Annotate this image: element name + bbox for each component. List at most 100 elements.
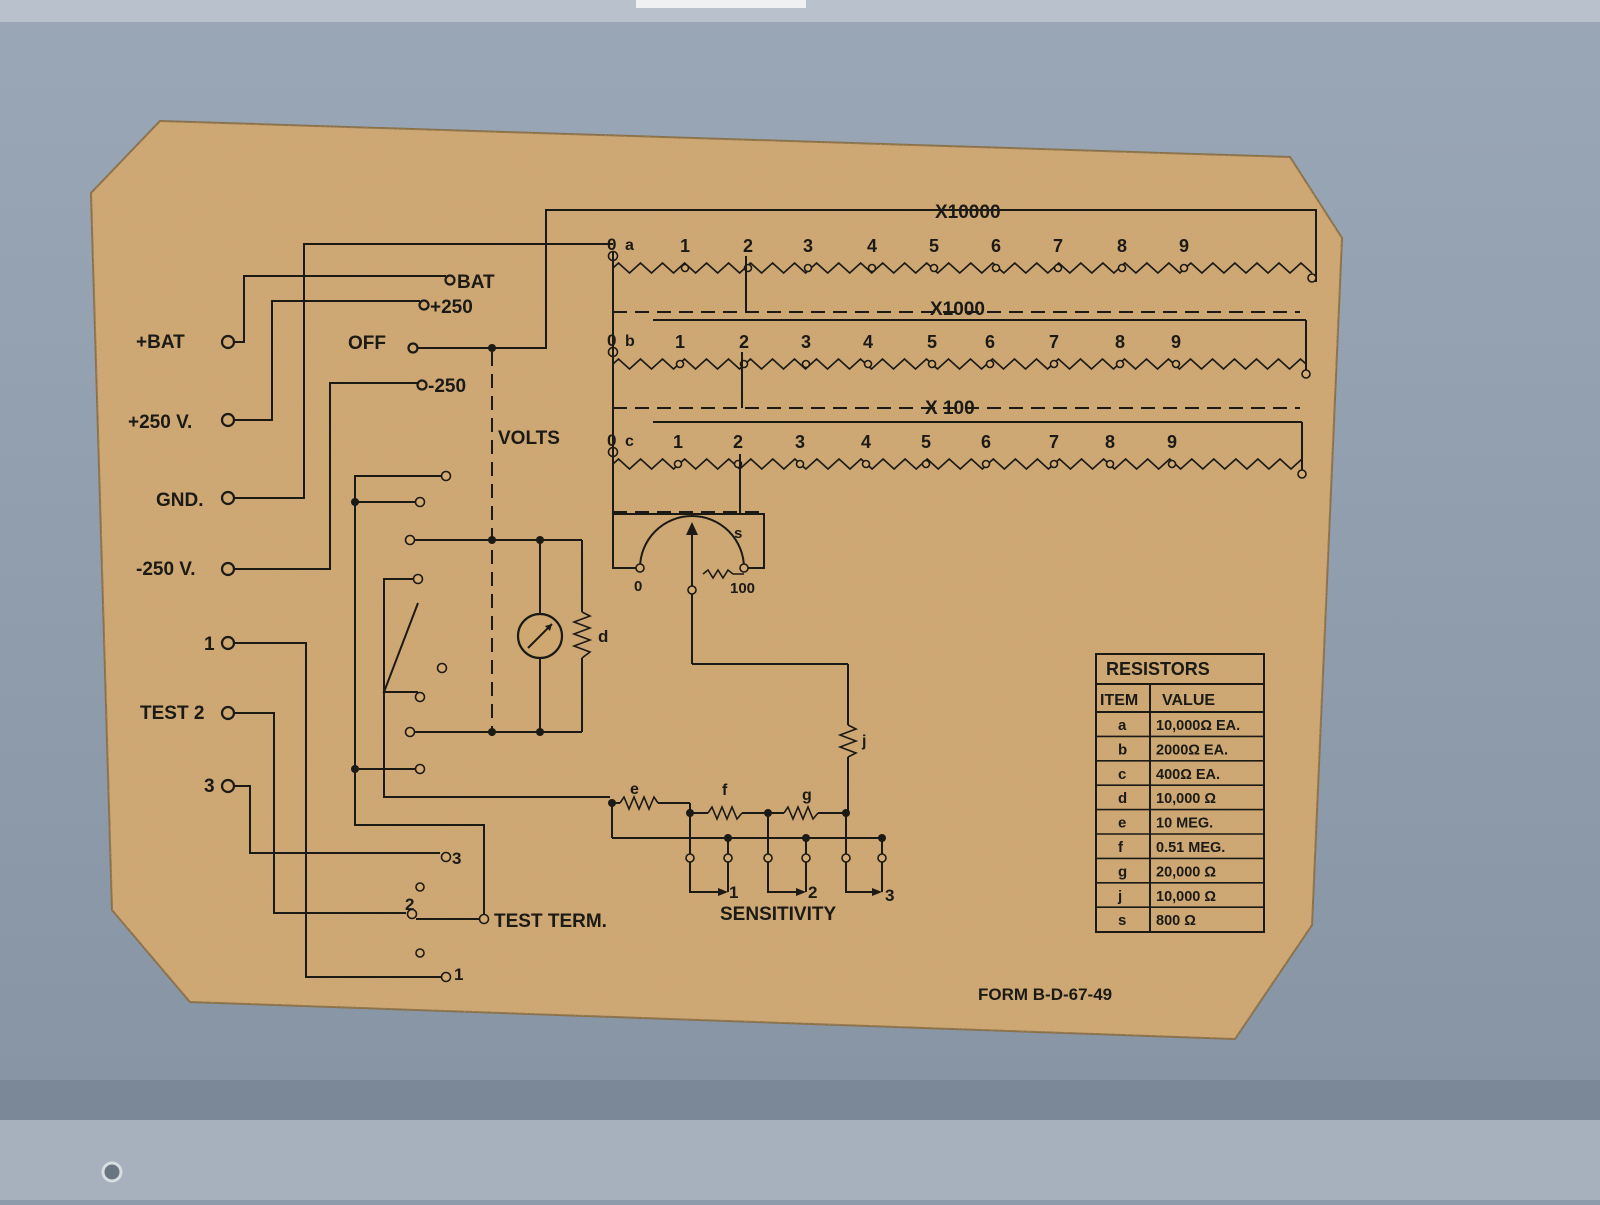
contact-pos250 <box>418 299 430 311</box>
decade-step-label: 7 <box>1049 332 1059 352</box>
test-term-switch: 3 2 TEST TERM. 1 <box>405 849 607 984</box>
contact-bat <box>444 274 456 286</box>
decade-multiplier-label: X10000 <box>935 202 1001 223</box>
decade-step-label: 9 <box>1179 236 1189 256</box>
table-cell-item: c <box>1118 766 1126 783</box>
meter-icon <box>516 612 564 660</box>
decade-step-label: 2 <box>743 236 753 256</box>
resistor-g-label: g <box>802 787 812 804</box>
sensitivity-label: SENSITIVITY <box>720 904 836 925</box>
switch-label-pos250: +250 <box>430 297 473 318</box>
decade-step-contact <box>803 263 813 273</box>
terminal-label-pos250: +250 V. <box>128 412 192 433</box>
table-cell-item: d <box>1118 790 1127 807</box>
resistor-j-label: j <box>861 733 866 750</box>
panel-seam <box>0 1080 1600 1120</box>
contact-neg250 <box>416 379 428 391</box>
sensitivity-pos-3: 3 <box>885 886 894 905</box>
table-cell-item: f <box>1118 839 1124 856</box>
contact-off <box>407 342 419 354</box>
function-switch <box>351 470 610 919</box>
terminal-label-test2: TEST 2 <box>140 703 204 724</box>
pot-full-label: 100 <box>730 580 755 597</box>
decade-step-contact <box>1053 263 1063 273</box>
pot-zero-label: 0 <box>634 578 642 595</box>
decade-step-contact <box>1105 459 1115 469</box>
decade-resistor-chain <box>612 457 1303 471</box>
table-cell-value: 10,000Ω EA. <box>1156 718 1240 734</box>
table-cell-value: 800 Ω <box>1156 913 1196 929</box>
decade-step-contact <box>985 359 995 369</box>
decade-step-contact <box>927 359 937 369</box>
binding-post-gnd <box>220 490 236 506</box>
binding-post-test2 <box>220 705 236 721</box>
decade-step-contact <box>1179 263 1189 273</box>
table-cell-item: a <box>1118 717 1127 734</box>
test-term-pos-1: 1 <box>454 965 463 984</box>
resistor-f-label: f <box>722 782 728 799</box>
decade-step-label: 1 <box>675 332 685 352</box>
table-cell-item: s <box>1118 912 1126 929</box>
table-cell-value: 20,000 Ω <box>1156 864 1216 880</box>
panel-bottom-rail <box>0 1120 1600 1200</box>
decade-step-label: 5 <box>921 432 931 452</box>
table-title: RESISTORS <box>1106 659 1210 679</box>
potentiometer-s: 0 100 s <box>612 252 848 665</box>
decade-step-contact <box>1167 459 1177 469</box>
test-term-pos-3: 3 <box>452 849 461 868</box>
sensitivity-network: e f g j 1 2 3 SENSITIVITY <box>608 664 894 925</box>
card-texture <box>91 121 1342 1039</box>
table-cell-value: 400Ω EA. <box>1156 767 1220 783</box>
screw-icon <box>101 1161 123 1183</box>
terminal-label-gnd: GND. <box>156 490 204 511</box>
decade-step-contact <box>795 459 805 469</box>
decade-step-contact <box>991 263 1001 273</box>
decade-step-contact <box>675 359 685 369</box>
panel-latch <box>636 0 806 8</box>
binding-post-pos250 <box>220 412 236 428</box>
test-term-pos-2: 2 <box>405 895 414 914</box>
decade-step-label: 8 <box>1115 332 1125 352</box>
table-cell-item: b <box>1118 741 1127 758</box>
binding-post-neg250 <box>220 561 236 577</box>
decade-step-label: 1 <box>680 236 690 256</box>
binding-post-test3 <box>220 778 236 794</box>
decade-step-label: 6 <box>991 236 1001 256</box>
junction-off <box>488 344 496 352</box>
table-cell-value: 10,000 Ω <box>1156 791 1216 807</box>
table-cell-value: 10,000 Ω <box>1156 889 1216 905</box>
decade-multiplier-label: X1000 <box>930 299 985 320</box>
sensitivity-pos-2: 2 <box>808 883 817 902</box>
decade-step-label: 8 <box>1117 236 1127 256</box>
pot-letter-label: s <box>734 525 742 542</box>
decade-letter-label: b <box>625 333 635 350</box>
terminal-label-bat: +BAT <box>136 332 185 353</box>
decade-resistor-chain <box>612 261 1313 275</box>
decade-zero-label: 0 <box>607 235 616 254</box>
resistor-d-label: d <box>598 627 608 646</box>
decade-step-label: 3 <box>801 332 811 352</box>
decade-step-contact <box>680 263 690 273</box>
decade-step-label: 5 <box>929 236 939 256</box>
binding-post-test1 <box>220 635 236 651</box>
sensitivity-pos-1: 1 <box>729 883 738 902</box>
decade-step-contact <box>861 459 871 469</box>
table-cell-item: j <box>1117 888 1122 905</box>
decade-step-contact <box>673 459 683 469</box>
decade-letter-label: c <box>625 433 634 450</box>
table-cell-value: 2000Ω EA. <box>1156 742 1228 758</box>
terminal-wiring <box>234 209 1317 978</box>
decade-step-contact <box>921 459 931 469</box>
table-header-item: ITEM <box>1100 692 1138 709</box>
table-rows: a 10,000Ω EA. b 2000Ω EA. c 400Ω EA. d 10,000 Ω… <box>1096 717 1264 929</box>
decade-step-label: 5 <box>927 332 937 352</box>
left-terminals: +BAT +250 V. GND. -250 V. 1 TEST 2 3 <box>128 332 236 797</box>
decade-step-label: 3 <box>803 236 813 256</box>
table-cell-item: e <box>1118 815 1126 832</box>
table-cell-value: 10 MEG. <box>1156 816 1213 832</box>
